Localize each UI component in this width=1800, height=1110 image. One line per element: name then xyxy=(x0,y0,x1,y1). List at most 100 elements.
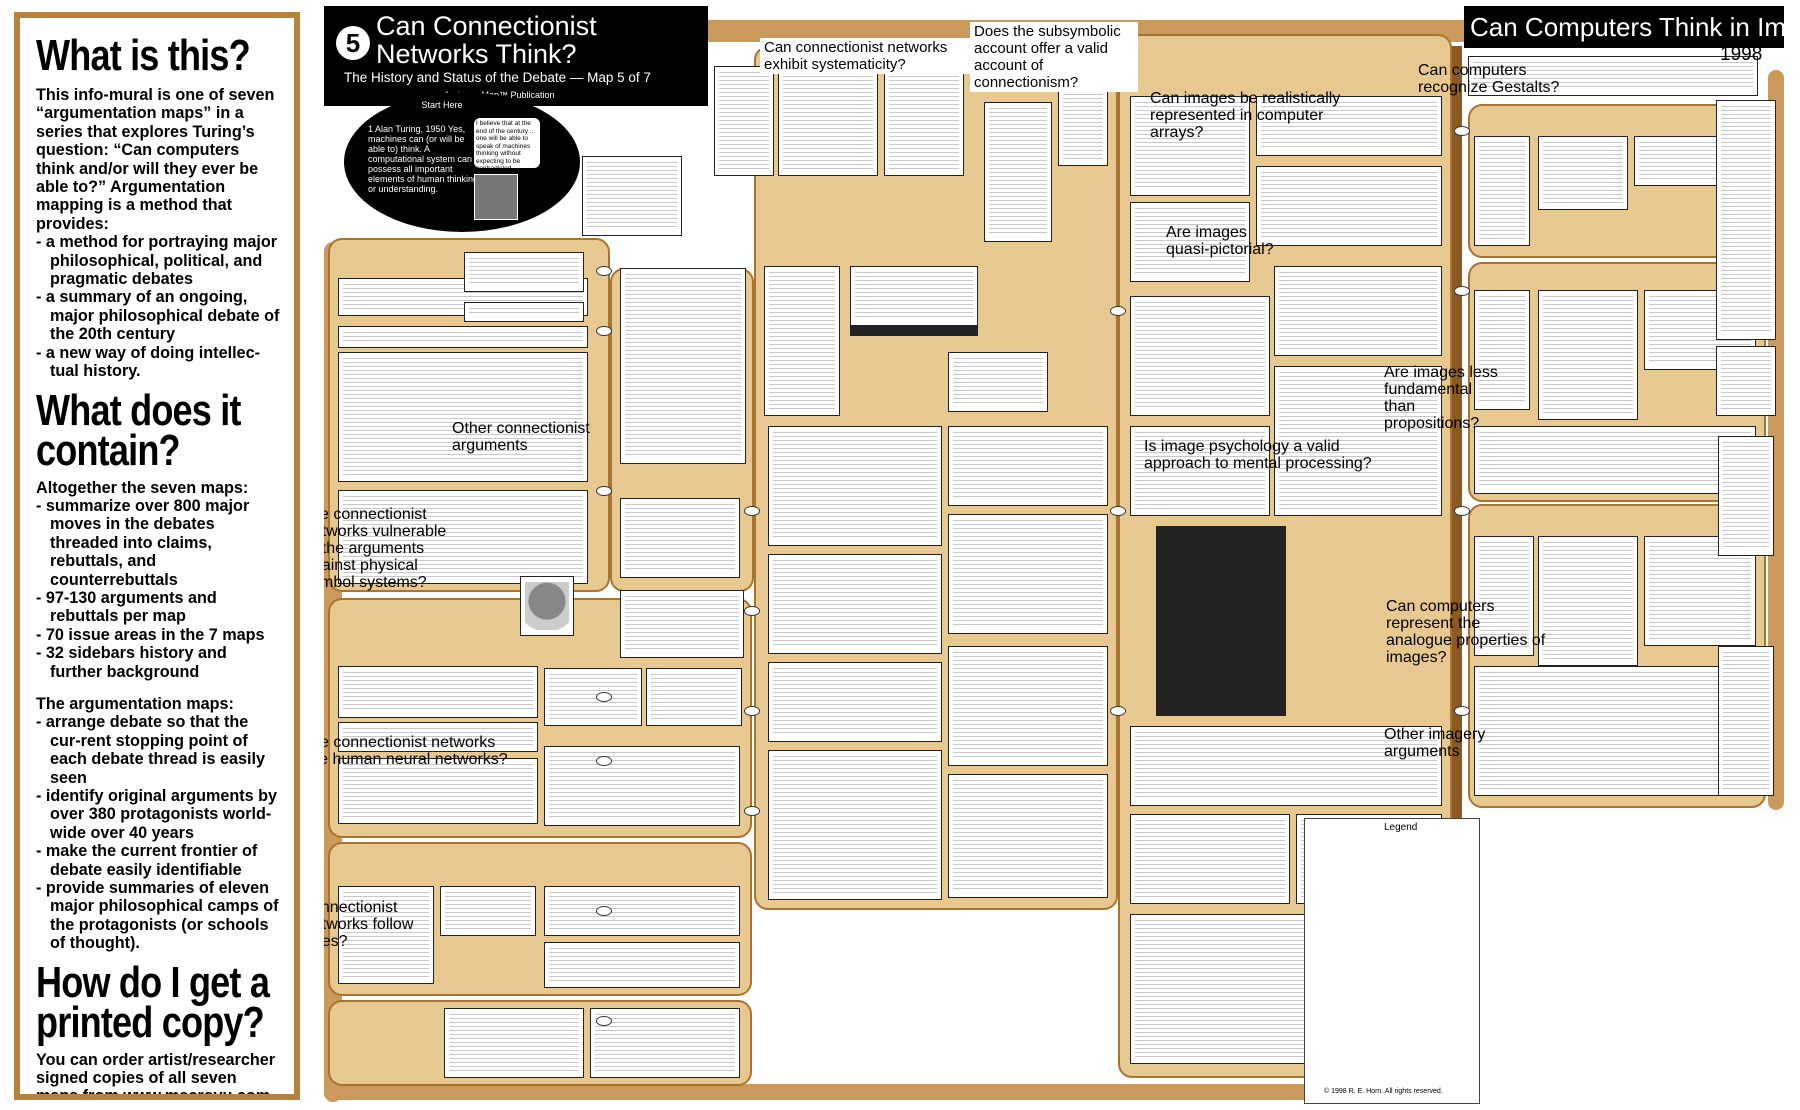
argument-box xyxy=(1474,536,1534,656)
argument-box xyxy=(850,266,978,326)
argument-box xyxy=(1718,646,1774,796)
maps-list: arrange debate so that the cur-rent stop… xyxy=(36,713,282,952)
arrow-marker xyxy=(1110,706,1126,716)
right-map-title-block: Can Computers Think in Images? xyxy=(1464,6,1790,48)
arrow-marker xyxy=(596,692,612,702)
arrow-marker xyxy=(596,326,612,336)
map-number-badge: 5 xyxy=(336,26,370,60)
start-here-label: Start Here xyxy=(402,98,482,112)
map-title-block: 5 Can Connectionist Networks Think? The … xyxy=(324,6,708,106)
arrow-marker xyxy=(1454,706,1470,716)
argument-box xyxy=(338,722,538,752)
list-item: a method for portraying major philosophi… xyxy=(36,233,282,288)
issue-other-arguments: Other connectionist arguments xyxy=(452,420,590,454)
list-item: a summary of an ongoing, major philosoph… xyxy=(36,288,282,343)
legend-title: Legend xyxy=(1384,822,1418,833)
arrow-marker xyxy=(744,606,760,616)
argument-box xyxy=(544,746,740,826)
list-item: identify original arguments by over 380 … xyxy=(36,787,282,842)
argument-box xyxy=(440,886,536,936)
argument-box xyxy=(646,668,742,726)
argument-box xyxy=(1538,290,1638,420)
argument-box xyxy=(544,668,642,726)
dark-sidebar xyxy=(1156,526,1286,716)
arrow-marker xyxy=(596,1016,612,1026)
list-item: 32 sidebars history and further backgrou… xyxy=(36,644,282,681)
argument-box xyxy=(764,266,840,416)
issue-systematicity: Can connectionist networks exhibit syste… xyxy=(760,38,988,74)
issue-analogue: Can computers represent the analogue pro… xyxy=(1386,598,1546,666)
argument-box xyxy=(1130,96,1250,196)
list-item: 70 issue areas in the 7 maps xyxy=(36,626,282,644)
argument-box xyxy=(1468,56,1758,96)
heading-what-does-it-contain: What does it contain? xyxy=(36,385,241,475)
argument-box xyxy=(1474,426,1756,494)
start-claim: 1 Alan Turing, 1950 Yes, machines can (o… xyxy=(368,124,479,194)
arrow-marker xyxy=(744,806,760,816)
argument-box xyxy=(464,302,584,322)
issue-propositions: Are images less fundamental than proposi… xyxy=(1384,364,1498,432)
argument-box xyxy=(1474,666,1756,796)
arrow-marker xyxy=(596,756,612,766)
argument-box xyxy=(948,352,1048,412)
issue-neural: Are connectionist networks like human ne… xyxy=(324,734,508,768)
argument-box xyxy=(582,156,682,236)
argument-box xyxy=(1474,136,1530,246)
issue-image-psych: Is image psychology a valid approach to … xyxy=(1144,438,1372,472)
map-year: 1998 xyxy=(1720,44,1763,65)
list-item: make the current frontier of debate easi… xyxy=(36,842,282,879)
argument-box xyxy=(1130,426,1270,516)
argument-box xyxy=(1130,726,1442,806)
list-item: summarize over 800 major moves in the de… xyxy=(36,497,282,589)
argument-box xyxy=(338,490,588,584)
intro-text: This info-mural is one of seven “argumen… xyxy=(36,86,275,233)
arrow-marker xyxy=(1454,506,1470,516)
argument-box xyxy=(590,1008,740,1078)
argument-box xyxy=(620,590,744,658)
argument-box xyxy=(338,352,588,482)
argument-box xyxy=(778,66,878,176)
argument-box xyxy=(948,514,1108,634)
dark-sidebar xyxy=(850,326,978,336)
list-item: a new way of doing intellec-tual history… xyxy=(36,344,282,381)
arrow-marker xyxy=(596,266,612,276)
arrow-marker xyxy=(1454,126,1470,136)
argument-box xyxy=(948,774,1108,898)
map-trunk-bottom xyxy=(324,1084,1324,1100)
argument-box xyxy=(1716,346,1776,416)
argument-box xyxy=(768,750,942,900)
right-map-title: Can Computers Think in Images? xyxy=(1470,12,1790,42)
start-quote: I believe that at the end of the century… xyxy=(474,118,540,168)
argumentation-map: 5 Can Connectionist Networks Think? The … xyxy=(324,6,1790,1104)
list-item: arrange debate so that the cur-rent stop… xyxy=(36,713,282,787)
provides-list: a method for portraying major philosophi… xyxy=(36,233,282,380)
argument-box xyxy=(768,426,942,546)
issue-arrays: Can images be realistically represented … xyxy=(1150,90,1341,141)
copyright-notice: © 1998 R. E. Horn. All rights reserved. xyxy=(1324,1088,1443,1095)
arrow-marker xyxy=(596,906,612,916)
argument-box xyxy=(1474,290,1530,410)
contain-intro: Altogether the seven maps: xyxy=(36,478,249,497)
argument-box xyxy=(1718,436,1774,556)
argument-box xyxy=(1256,166,1442,246)
argument-box xyxy=(1716,100,1776,340)
issue-quasi: Are images quasi-pictorial? xyxy=(1166,224,1274,258)
maps-intro: The argumentation maps: xyxy=(36,694,234,713)
argument-box xyxy=(1256,96,1442,156)
argument-box xyxy=(544,886,740,936)
arrow-marker xyxy=(1110,306,1126,316)
argument-box xyxy=(1538,536,1638,666)
argument-box xyxy=(620,268,746,464)
issue-other-imagery: Other imagery arguments xyxy=(1384,726,1486,760)
legend-box xyxy=(1304,818,1480,1104)
contain-list: summarize over 800 major moves in the de… xyxy=(36,497,282,681)
argument-box xyxy=(620,498,740,578)
issue-rules: Do connectionist networks follow rules? xyxy=(324,882,414,950)
argument-box xyxy=(768,662,942,742)
issue-vulnerable: Are connectionist networks vulnerable to… xyxy=(324,506,447,591)
arrow-marker xyxy=(744,706,760,716)
argument-box xyxy=(714,66,774,176)
argument-box xyxy=(444,1008,584,1078)
map-subtitle: The History and Status of the Debate — M… xyxy=(344,70,651,85)
argument-box xyxy=(1464,46,1476,56)
